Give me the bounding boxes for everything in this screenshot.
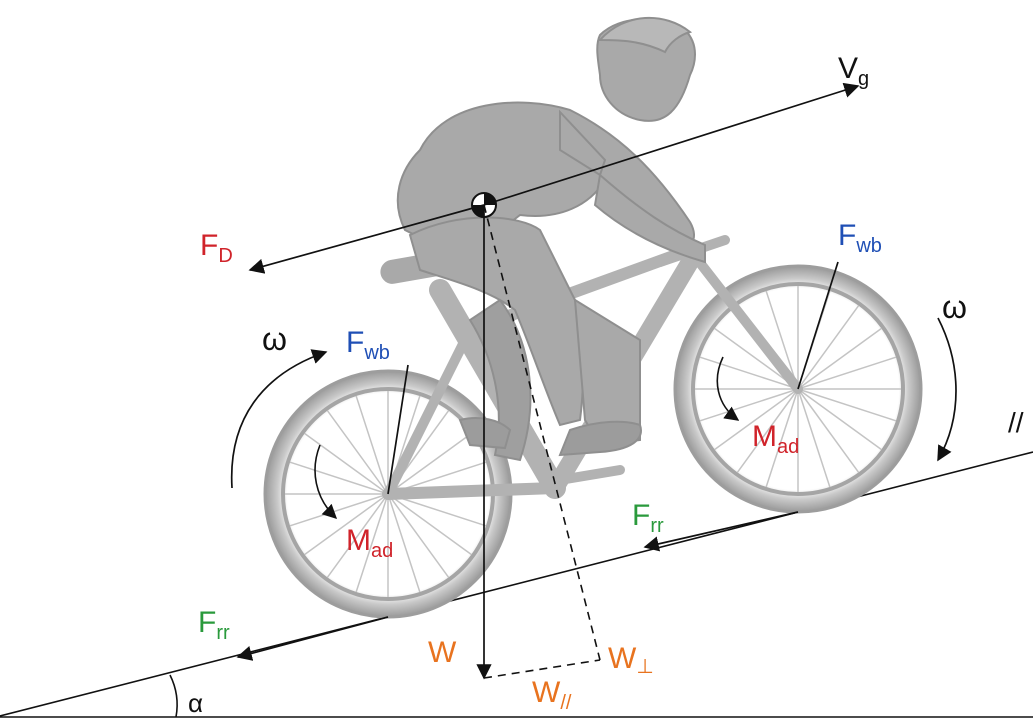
omega-front-arc [937, 317, 957, 462]
drag-force-vector [248, 204, 485, 274]
front-wheel-spoke [714, 388, 799, 451]
parallel-mark: // [1008, 407, 1024, 438]
rear-wheel-spoke [355, 395, 389, 495]
front-wheel-spoke [797, 388, 882, 451]
front-wheel-spoke [765, 290, 799, 390]
frr-rear-label: Frr [198, 606, 230, 644]
front-wheel-spoke [797, 356, 897, 390]
fwb-front-label: Fwb [838, 219, 882, 257]
weight-parallel-component [483, 659, 601, 679]
fwb-rear-leader [387, 364, 409, 495]
front-wheel-spoke [797, 388, 860, 473]
front-wheel-spoke [765, 388, 799, 488]
front-wheel-spoke [797, 327, 882, 390]
weight-label: W [428, 636, 457, 669]
front-wheel-spoke [797, 388, 897, 422]
mad-front-label: Mad [752, 420, 799, 458]
front-wheel-spoke [699, 356, 799, 390]
fwb-rear-label: Fwb [346, 326, 390, 364]
mad-rear-arc [314, 444, 338, 519]
front-wheel-spoke [797, 388, 831, 488]
front-wheel-spoke [736, 388, 799, 473]
front-wheel-spoke [699, 388, 799, 422]
rolling-resistance-rear-vector [236, 616, 389, 661]
fwb-front-leader [797, 261, 839, 390]
alpha-angle-arc [169, 674, 178, 718]
front-wheel-spoke [797, 305, 860, 390]
rear-wheel-spoke [387, 493, 472, 556]
rear-wheel-spoke [304, 432, 389, 495]
weight-perpendicular-label: W⊥ [608, 642, 654, 678]
mad-rear-label: Mad [346, 524, 393, 562]
rear-wheel-spoke [387, 432, 472, 495]
weight-parallel-label: W// [532, 676, 572, 714]
alpha-label: α [188, 688, 203, 718]
rear-wheel-spoke [387, 493, 450, 578]
rear-wheel-spoke [355, 493, 389, 593]
rear-wheel-spoke [326, 493, 389, 578]
frr-front-label: Frr [632, 499, 664, 537]
velocity-vector [483, 82, 860, 206]
rear-wheel-spoke [289, 461, 389, 495]
rear-wheel-spoke [304, 493, 389, 556]
drag-force-label: FD [200, 229, 233, 267]
rear-wheel-spoke [387, 493, 421, 593]
rolling-resistance-front-vector [643, 511, 799, 552]
omega-front-label: ω [942, 289, 967, 325]
rear-wheel-spoke [289, 493, 389, 527]
rear-wheel-spoke [326, 410, 389, 495]
omega-rear-arc [230, 349, 328, 489]
velocity-label: Vg [838, 52, 869, 90]
rider-figure [396, 16, 706, 462]
mad-front-arc [716, 356, 740, 421]
omega-rear-label: ω [262, 321, 287, 357]
